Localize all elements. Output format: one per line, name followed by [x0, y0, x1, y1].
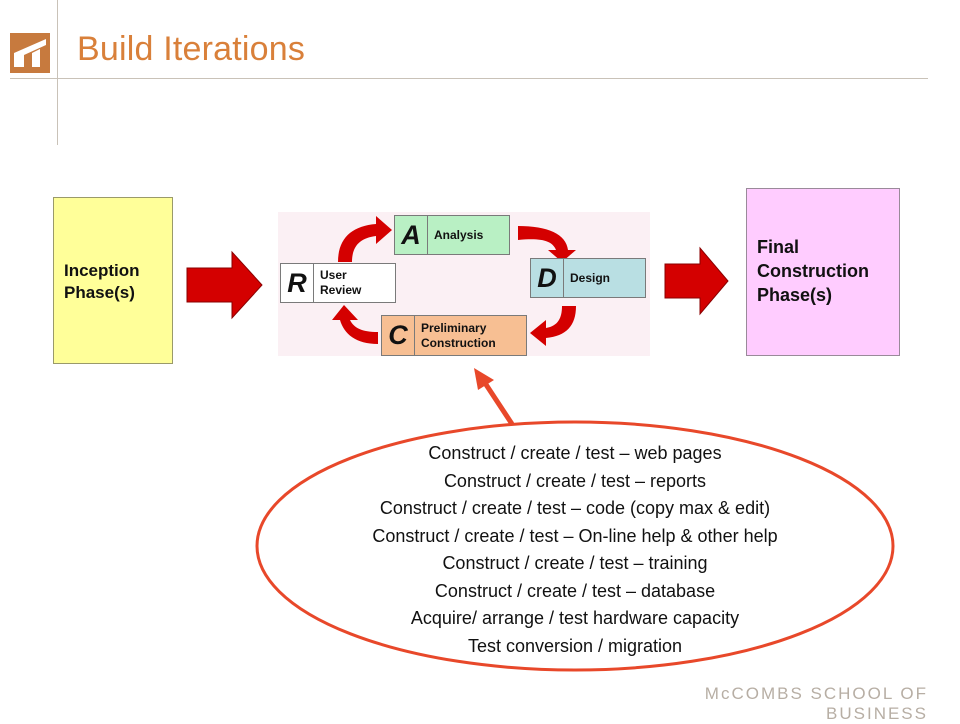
review-label: User Review — [314, 268, 361, 298]
mccombs-logo-icon — [10, 33, 50, 73]
design-box: D Design — [530, 258, 646, 298]
curved-arrow-icon — [518, 226, 576, 262]
final-label-line: Final — [757, 237, 800, 257]
construction-label-line: Preliminary — [421, 320, 487, 335]
footer-school-name: McCOMBS SCHOOL OF BUSINESS — [704, 684, 928, 723]
design-label-line: Design — [570, 270, 611, 285]
title-underline — [10, 78, 928, 79]
arrow-right-icon — [186, 250, 263, 320]
preliminary-construction-box: C Preliminary Construction — [381, 315, 527, 356]
inception-phase-box: Inception Phase(s) — [53, 197, 173, 364]
task-item: Construct / create / test – reports — [443, 470, 707, 491]
review-label-line: Review — [320, 283, 362, 297]
final-construction-phase-box: Final Construction Phase(s) — [746, 188, 900, 356]
task-item: Test conversion / migration — [467, 635, 683, 656]
analysis-label-line: Analysis — [434, 227, 484, 242]
task-item: Construct / create / test – web pages — [428, 443, 722, 463]
design-label: Design — [564, 271, 610, 286]
inception-label-line: Phase(s) — [64, 283, 135, 302]
review-label-line: User — [320, 268, 347, 282]
construction-letter: C — [382, 316, 415, 355]
final-label-line: Construction — [757, 261, 869, 281]
analysis-label: Analysis — [428, 228, 483, 243]
slide-title: Build Iterations — [77, 30, 306, 68]
task-item: Construct / create / test – training — [442, 553, 708, 573]
task-item: Construct / create / test – database — [434, 580, 716, 601]
pointer-arrowhead-icon — [474, 368, 494, 390]
final-label-line: Phase(s) — [757, 285, 833, 305]
analysis-box: A Analysis — [394, 215, 510, 255]
tasks-ellipse — [255, 420, 895, 672]
curved-arrow-icon — [338, 216, 392, 262]
analysis-letter: A — [395, 216, 428, 254]
curved-arrow-icon — [530, 306, 576, 346]
vertical-rule — [57, 0, 58, 145]
design-letter: D — [531, 259, 564, 297]
construction-label: Preliminary Construction — [415, 321, 496, 351]
user-review-box: R User Review — [280, 263, 396, 303]
task-item: Construct / create / test – On-line help… — [372, 525, 778, 546]
curved-arrow-icon — [332, 305, 378, 344]
construction-label-line: Construction — [421, 335, 496, 350]
task-list: Construct / create / test – web pages Co… — [300, 440, 850, 660]
task-item: Construct / create / test – code (copy m… — [379, 498, 771, 518]
arrow-right-icon — [664, 246, 729, 316]
pointer-arrow-shaft — [482, 381, 515, 426]
inception-label-line: Inception — [64, 261, 140, 280]
task-item: Acquire/ arrange / test hardware capacit… — [410, 608, 740, 628]
review-letter: R — [281, 264, 314, 302]
